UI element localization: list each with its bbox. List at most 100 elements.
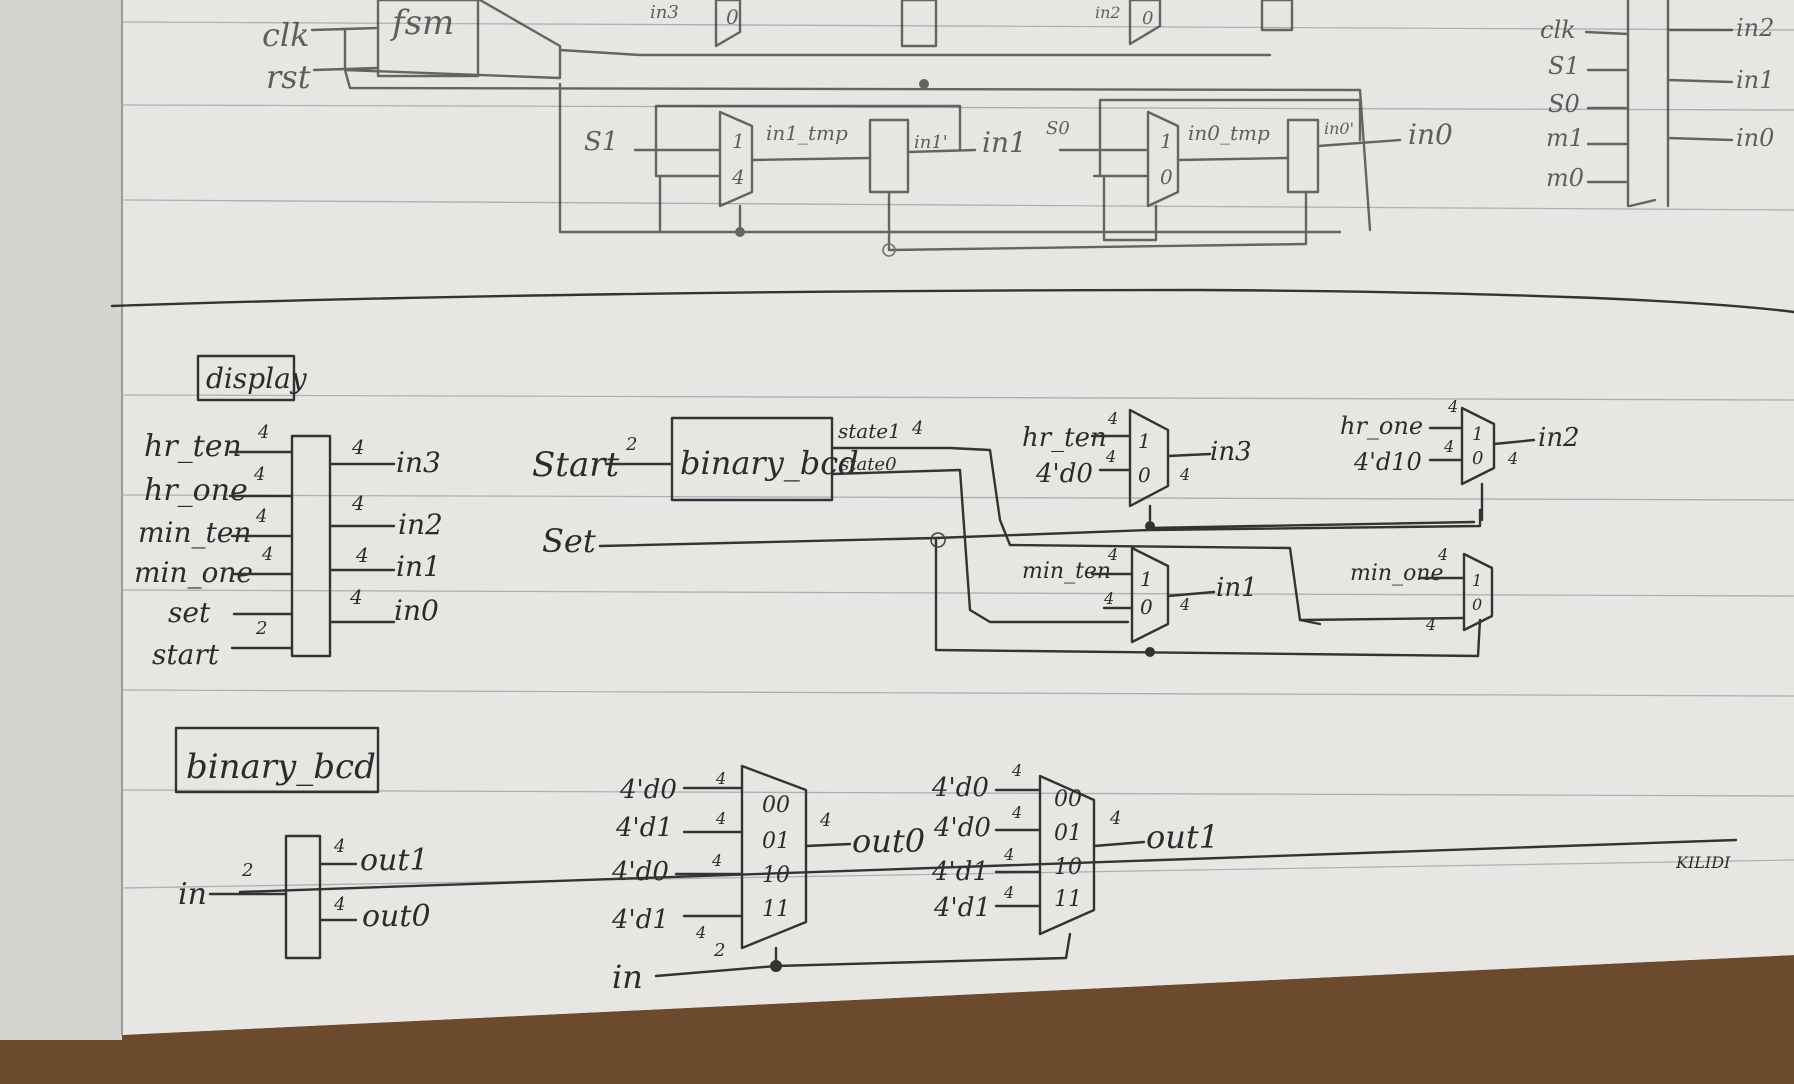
mux-in0-sel0: 0 [1160,165,1173,189]
rst-label: rst [266,58,311,96]
mux0-sel-01: 01 [762,829,790,854]
mux-hr-ten-out: in3 [1210,437,1252,467]
mux1-sel-10: 10 [1054,855,1082,880]
mux0-w-1: 4 [715,809,726,828]
in1-prime-label: in1' [914,132,948,153]
rb-out-in0: in0 [1736,124,1774,152]
dff-in0 [1286,118,1320,194]
w-out-in0: 4 [349,585,363,609]
s0-label: S0 [1046,118,1070,139]
mux-hr-one [1460,406,1496,486]
bcd-out0: out0 [362,899,431,934]
schem-set-label: Set [542,522,596,560]
mux-min-ten [1130,546,1170,644]
mux-min-one-sel1: 1 [1472,571,1482,590]
state1-label: state1 [838,419,901,443]
mux-min-ten-w0: 4 [1103,589,1114,608]
mux-min-one-w1: 4 [1437,545,1448,564]
mux1-w-1: 4 [1011,803,1022,822]
mux1-out-w: 4 [1109,808,1121,829]
mux-hr-ten-outw: 4 [1179,465,1190,484]
in1-out-label: in1 [982,126,1027,159]
mux-hr-one-out: in2 [1538,423,1580,453]
mux-in1-sel0: 4 [731,165,745,189]
rb-in-s1: S1 [1548,52,1580,80]
mux-hr-ten-w0: 4 [1105,447,1116,466]
mux-hr-one-sel1: 1 [1472,424,1483,445]
mux-hr-one-w0: 4 [1443,437,1454,456]
rb-in-s0: S0 [1548,90,1580,118]
schem-start-width: 2 [625,434,637,455]
mux0-in-0: 4'd0 [619,775,677,805]
bcd-mux0 [740,764,808,950]
mux-hr-ten-in1: hr_ten [1022,423,1107,453]
top-in3-label: in3 [650,2,679,23]
in0-out-label: in0 [1408,118,1453,151]
mux0-in-3: 4'd1 [611,905,669,935]
mux1-in-2: 4'd1 [931,857,989,887]
w-out-in2: 4 [351,491,365,515]
display-block [290,434,332,658]
mux-hr-one-in0: 4'd10 [1353,448,1422,476]
mux-min-ten-sel1: 1 [1140,567,1153,591]
mux1-out: out1 [1146,818,1219,856]
w-start: 2 [255,618,267,639]
mux-hr-one-outw: 4 [1507,449,1518,468]
bcd-in-width: 2 [713,940,725,961]
display-in-min-ten: min_ten [138,516,251,549]
mux-hr-ten [1128,408,1170,508]
state1-width: 4 [911,418,923,439]
rb-in-m1: m1 [1546,124,1584,152]
mux1-w-3: 4 [1003,883,1014,902]
mux0-sel-10: 10 [762,863,790,888]
display-title: display [206,362,308,395]
fsm-label: fsm [389,3,454,43]
rb-in-clk: clk [1540,16,1576,44]
mux1-in-0: 4'd0 [931,773,989,803]
mux-in1-sel1: 1 [732,129,745,153]
mux1-sel-01: 01 [1054,821,1082,846]
top-in2-label: in2 [1095,3,1121,22]
binary-bcd-section: binary_bcd in 2 4 4 out1 out0 00 01 10 1… [174,726,1738,996]
mux-hr-one-in1: hr_one [1340,412,1423,440]
bcd-block-in: in [178,877,207,912]
set-junction [930,532,946,548]
mux0-w-0: 4 [715,769,726,788]
mux0-w-2: 4 [711,851,722,870]
display-out-in0: in0 [394,594,439,627]
mux-min-ten-in1: min_ten [1022,559,1111,584]
mux1-sel-11: 11 [1054,887,1082,912]
schem-start-label: Start [532,445,619,485]
mux-hr-one-w1: 4 [1447,397,1458,416]
dff-top-1 [900,0,938,48]
rb-out-in2: in2 [1736,14,1774,42]
mux-min-one [1462,552,1494,632]
mux-in1 [718,110,754,208]
display-in-min-one: min_one [134,556,253,589]
section-divider [110,288,1794,314]
mux-min-ten-sel0: 0 [1140,595,1153,619]
bcd-block-in-w: 2 [241,860,253,881]
mux0-in-1: 4'd1 [615,813,673,843]
mux1-w-0: 4 [1011,761,1022,780]
bcd-w-out1: 4 [333,836,345,857]
w-hr-ten: 4 [257,422,269,443]
margin-text: KILIDI [1675,853,1731,872]
top-sheet-circuit: fsm clk rst in3 0 in2 0 S1 1 4 in1_tmp i… [262,0,1774,257]
mux-min-ten-w1: 4 [1107,545,1118,564]
display-in-start: start [152,638,220,671]
display-in-hr-ten: hr_ten [144,429,242,464]
bcd-out1: out1 [360,843,429,878]
mux-min-one-sel0: 0 [1472,595,1482,614]
top-mux1-sel0: 0 [726,5,739,29]
mux1-w-2: 4 [1003,845,1014,864]
display-outputs: 4 4 4 4 in3 in2 in1 in0 [328,435,443,627]
notebook-page [118,0,1794,1035]
state0-label: state0 [840,454,897,475]
w-out-in3: 4 [351,435,365,459]
mux-hr-ten-in0: 4'd0 [1035,459,1093,489]
binary-bcd-title-box [174,726,380,794]
binary-bcd-small-block [284,834,322,960]
w-min-ten: 4 [255,506,267,527]
display-out-in2: in2 [398,508,443,541]
